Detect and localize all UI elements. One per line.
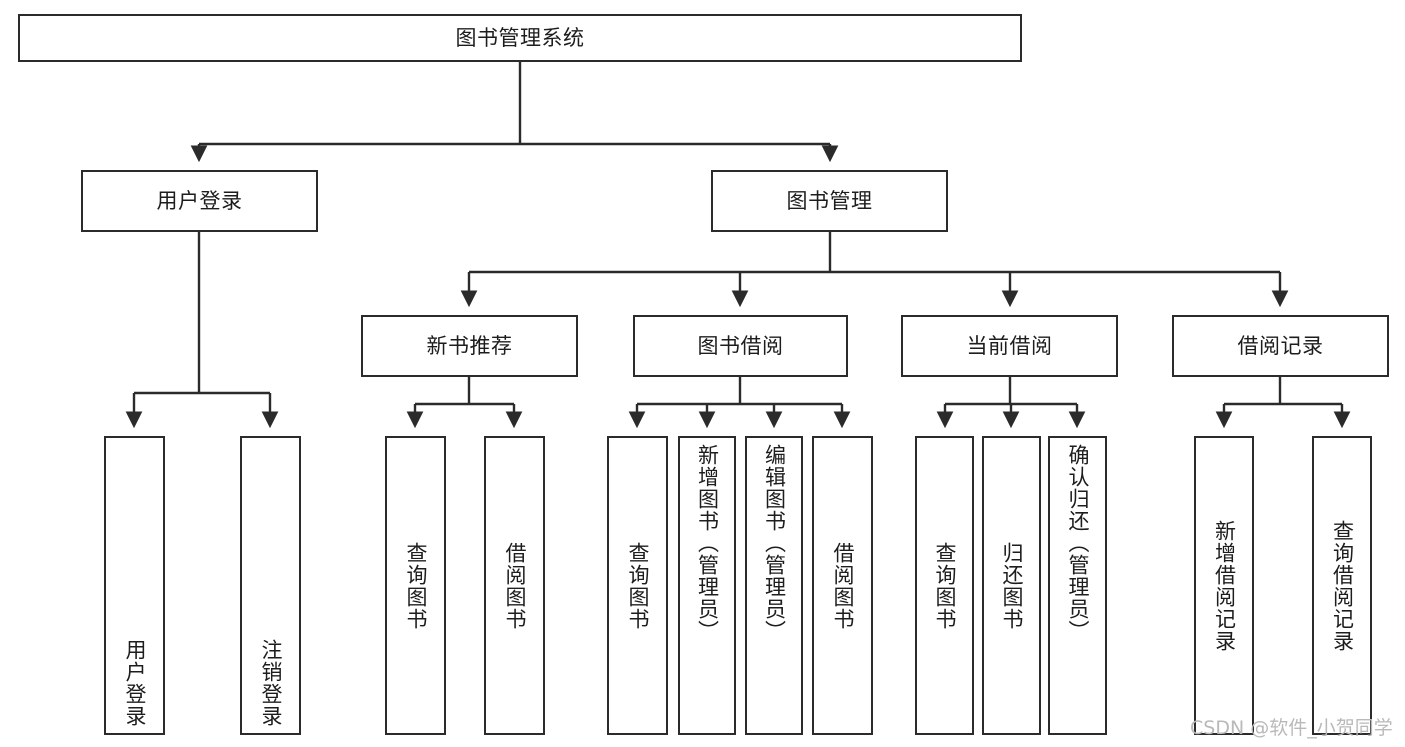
node-root[interactable]: 图书管理系统 bbox=[18, 14, 1022, 62]
node-leaf-add-record[interactable]: 新增借阅记录 bbox=[1194, 436, 1254, 735]
node-leaf-query-record-label: 查询借阅记录 bbox=[1330, 519, 1355, 652]
node-leaf-query-book-1[interactable]: 查询图书 bbox=[385, 436, 446, 735]
node-current-borrow-label: 当前借阅 bbox=[966, 333, 1053, 358]
node-leaf-borrow-book-2-label: 借阅图书 bbox=[830, 541, 855, 630]
node-leaf-confirm-return[interactable]: 确认归还（管理员） bbox=[1048, 436, 1107, 735]
node-leaf-user-login-label: 用户登录 bbox=[122, 639, 147, 727]
node-book-borrow[interactable]: 图书借阅 bbox=[633, 315, 848, 377]
node-leaf-query-book-3-label: 查询图书 bbox=[932, 541, 957, 630]
node-user-login-label: 用户登录 bbox=[156, 188, 243, 213]
node-book-manage-label: 图书管理 bbox=[786, 188, 873, 213]
node-borrow-record[interactable]: 借阅记录 bbox=[1172, 315, 1389, 377]
node-leaf-logout-login[interactable]: 注销登录 bbox=[240, 436, 301, 735]
node-current-borrow[interactable]: 当前借阅 bbox=[901, 315, 1118, 377]
node-leaf-edit-book[interactable]: 编辑图书（管理员） bbox=[745, 436, 803, 735]
node-leaf-borrow-book-2[interactable]: 借阅图书 bbox=[812, 436, 873, 735]
node-leaf-user-login[interactable]: 用户登录 bbox=[104, 436, 165, 735]
node-leaf-query-book-2-label: 查询图书 bbox=[625, 541, 650, 630]
node-leaf-add-book[interactable]: 新增图书（管理员） bbox=[678, 436, 736, 735]
node-new-book-rec-label: 新书推荐 bbox=[426, 333, 513, 358]
node-leaf-query-book-2[interactable]: 查询图书 bbox=[607, 436, 668, 735]
node-book-borrow-label: 图书借阅 bbox=[697, 333, 784, 358]
node-leaf-borrow-book-1-label: 借阅图书 bbox=[502, 541, 527, 630]
node-leaf-add-book-label: 新增图书（管理员） bbox=[695, 444, 720, 642]
node-leaf-edit-book-label: 编辑图书（管理员） bbox=[762, 444, 787, 642]
node-root-label: 图书管理系统 bbox=[455, 25, 585, 50]
node-leaf-borrow-book-1[interactable]: 借阅图书 bbox=[484, 436, 545, 735]
node-book-manage[interactable]: 图书管理 bbox=[711, 170, 948, 232]
node-leaf-return-book-label: 归还图书 bbox=[999, 541, 1024, 630]
node-leaf-add-record-label: 新增借阅记录 bbox=[1212, 519, 1237, 652]
node-user-login[interactable]: 用户登录 bbox=[81, 170, 318, 232]
node-leaf-query-book-1-label: 查询图书 bbox=[403, 541, 428, 630]
node-leaf-return-book[interactable]: 归还图书 bbox=[982, 436, 1041, 735]
node-leaf-query-record[interactable]: 查询借阅记录 bbox=[1312, 436, 1372, 735]
node-borrow-record-label: 借阅记录 bbox=[1237, 333, 1324, 358]
node-leaf-logout-login-label: 注销登录 bbox=[258, 639, 283, 727]
node-leaf-query-book-3[interactable]: 查询图书 bbox=[915, 436, 974, 735]
watermark-csdn: CSDN @软件_小贺同学 bbox=[1190, 717, 1393, 739]
node-new-book-rec[interactable]: 新书推荐 bbox=[361, 315, 578, 377]
node-leaf-confirm-return-label: 确认归还（管理员） bbox=[1065, 444, 1090, 642]
